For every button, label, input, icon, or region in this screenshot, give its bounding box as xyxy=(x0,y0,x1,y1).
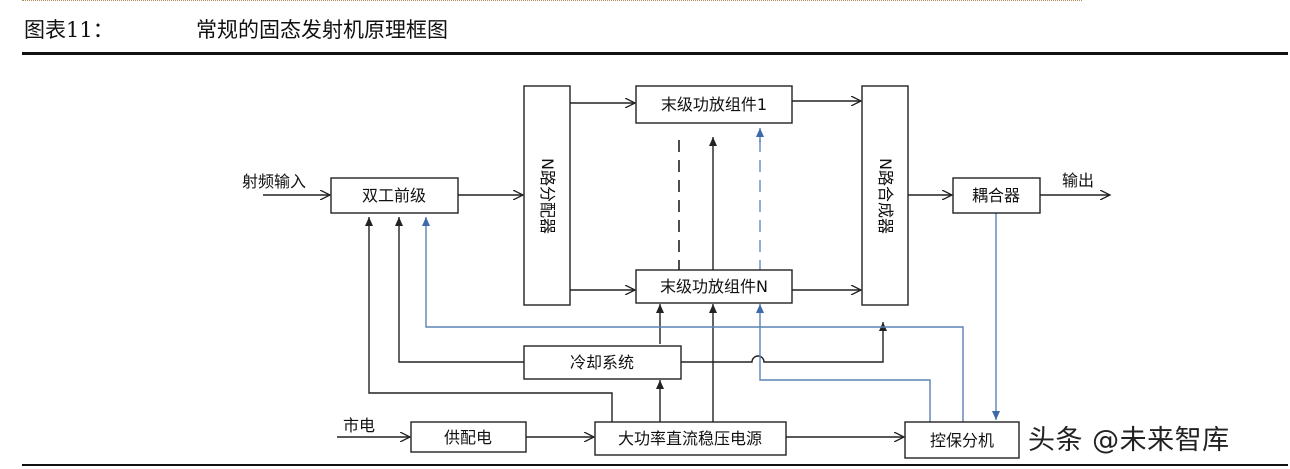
dc-supply-label: 大功率直流稳压电源 xyxy=(618,429,762,448)
header-rule xyxy=(22,52,1288,55)
block-control-protection: 控保分机 xyxy=(904,421,1020,459)
bottom-rule xyxy=(22,464,1288,466)
dc-to-preamp-line xyxy=(365,217,613,422)
control-to-ampn-line xyxy=(756,304,931,422)
control-protection-label: 控保分机 xyxy=(930,431,994,450)
control-lines xyxy=(422,128,1000,422)
cooling-to-combiner-line xyxy=(681,322,887,363)
block-dc-supply: 大功率直流稳压电源 xyxy=(594,421,787,456)
dual-preamp-label: 双工前级 xyxy=(362,186,426,205)
final-amp-n-label: 末级功放组件N xyxy=(660,277,768,296)
figure-title: 常规的固态发射机原理框图 xyxy=(196,18,448,42)
cooling-to-preamp-line xyxy=(395,217,524,363)
figure-header: 图表11： 常规的固态发射机原理框图 xyxy=(24,14,1284,48)
block-final-amp-1: 末级功放组件1 xyxy=(635,85,793,124)
block-coupler: 耦合器 xyxy=(952,177,1041,214)
block-final-amp-n: 末级功放组件N xyxy=(635,269,793,304)
control-to-preamp-line xyxy=(422,217,964,422)
signal-lines xyxy=(263,101,1110,437)
power-distribution-label: 供配电 xyxy=(444,428,492,447)
block-cooling: 冷却系统 xyxy=(523,345,682,380)
dotted-top-rule xyxy=(22,0,1082,1)
cooling-label: 冷却系统 xyxy=(570,353,634,372)
final-amp-1-label: 末级功放组件1 xyxy=(661,95,767,114)
block-combiner: N路合成器 xyxy=(861,85,909,306)
mains-label: 市电 xyxy=(343,416,375,435)
coupler-label: 耦合器 xyxy=(972,186,1020,205)
block-power-distribution: 供配电 xyxy=(410,421,527,453)
output-label: 输出 xyxy=(1062,171,1094,190)
watermark: 头条 @未来智库 xyxy=(1028,425,1230,456)
splitter-label: N路分配器 xyxy=(538,158,557,234)
rf-input-label: 射频输入 xyxy=(242,172,306,191)
figure-label: 图表11： xyxy=(24,18,114,42)
block-splitter: N路分配器 xyxy=(523,85,571,306)
combiner-label: N路合成器 xyxy=(876,158,895,234)
block-dual-preamp: 双工前级 xyxy=(330,177,459,214)
